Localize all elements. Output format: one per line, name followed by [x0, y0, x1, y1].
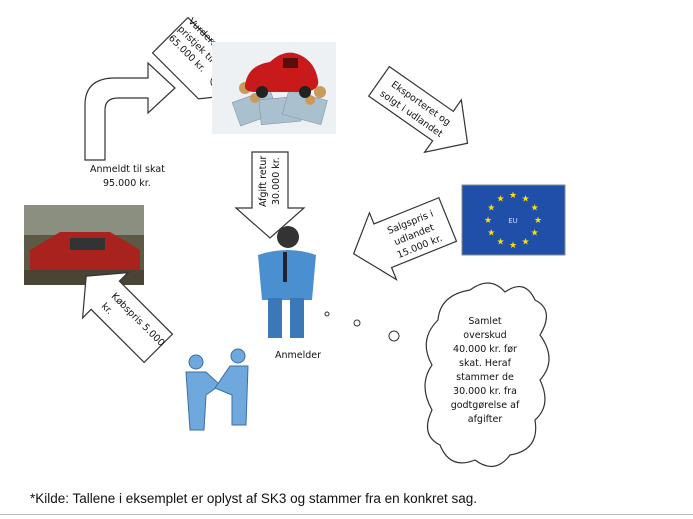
- thought-bubble-large: [388, 330, 400, 342]
- thought-bubble-small: [324, 311, 330, 317]
- export-arrow: Eksporteret og solgt i udlandet: [367, 65, 469, 154]
- cloud-text: Samlet overskud 40.000 kr. før skat. Her…: [451, 316, 520, 425]
- cloud-line: 30.000 kr. fra: [453, 386, 517, 397]
- reported-label-1: Anmeldt til skat: [90, 164, 165, 175]
- thought-cloud: [424, 282, 550, 467]
- cloud-line: godtgørelse af: [451, 400, 520, 411]
- thinking-person-icon: [258, 226, 316, 338]
- cloud-line: stammer de: [456, 372, 514, 383]
- eu-star-icon: ★: [531, 204, 539, 214]
- reporter-label: Anmelder: [275, 350, 321, 361]
- handshake-people-icon: [185, 348, 249, 431]
- eu-star-icon: ★: [521, 194, 529, 204]
- eu-star-icon: ★: [496, 238, 504, 248]
- eu-star-icon: ★: [487, 229, 495, 239]
- sale-price-arrow: Salgspris i udlandet 15.000 kr.: [352, 196, 458, 282]
- eu-star-icon: ★: [531, 229, 539, 239]
- eu-flag: ★★★★★★★★★★★★ EU: [461, 184, 566, 256]
- cloud-line: 40.000 kr. før: [453, 344, 517, 355]
- eu-star-icon: ★: [509, 191, 517, 201]
- eu-star-icon: ★: [534, 216, 542, 226]
- cloud-line: Samlet: [468, 316, 502, 327]
- reported-label-2: 95.000 kr.: [103, 178, 151, 189]
- footnote: *Kilde: Tallene i eksemplet er oplyst af…: [30, 491, 477, 506]
- eu-star-icon: ★: [521, 238, 529, 248]
- car-money-image: [212, 42, 336, 134]
- tax-return-arrow: [234, 151, 306, 239]
- tax-return-label-2: 30.000 kr.: [271, 157, 282, 205]
- divider: [0, 514, 693, 515]
- eu-label: EU: [508, 217, 518, 225]
- eu-star-icon: ★: [509, 241, 517, 251]
- eu-star-icon: ★: [484, 216, 492, 226]
- cloud-line: afgifter: [468, 414, 503, 425]
- curved-arrow: [84, 61, 176, 161]
- cloud-line: skat. Heraf: [459, 358, 512, 369]
- thought-bubble-medium: [353, 319, 361, 327]
- cloud-line: overskud: [463, 330, 506, 341]
- eu-star-icon: ★: [487, 204, 495, 214]
- eu-star-icon: ★: [496, 194, 504, 204]
- tax-return-label-1: Afgift retur: [258, 156, 269, 207]
